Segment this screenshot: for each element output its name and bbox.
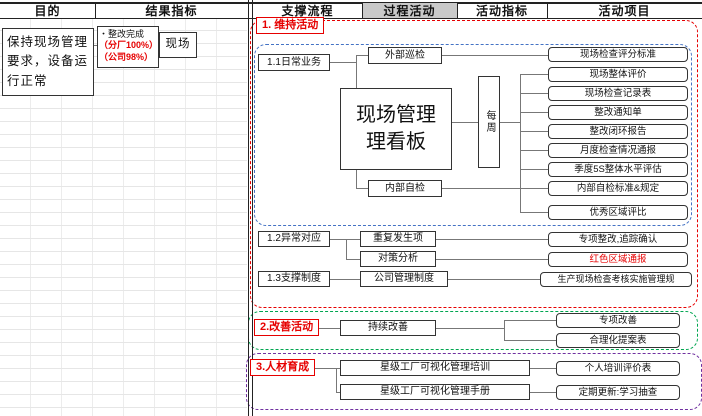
connector-line bbox=[530, 368, 556, 369]
connector-line bbox=[436, 239, 548, 240]
site-box: 现场 bbox=[159, 32, 197, 58]
header-divider bbox=[95, 2, 96, 18]
purpose-box: 保持现场管理要求，设备运行正常 bbox=[2, 28, 94, 96]
connector-line bbox=[356, 188, 368, 189]
connector-line bbox=[520, 112, 548, 113]
header-top-rule bbox=[0, 2, 702, 4]
connector-line bbox=[504, 340, 556, 341]
improve-activity-title: 2.改善活动 bbox=[254, 319, 320, 337]
connector-line bbox=[504, 320, 556, 321]
activity-item: 现场检查记录表 bbox=[548, 86, 688, 101]
kanban-box: 现场管理 理看板 bbox=[340, 88, 452, 170]
activity-item: 现场整体评价 bbox=[548, 67, 688, 82]
abnormal-response-label-box: 1.2异常对应 bbox=[258, 231, 330, 247]
connector-line bbox=[520, 131, 548, 132]
personal-training-evaluation-item: 个人培训评价表 bbox=[556, 361, 680, 376]
header-divider bbox=[362, 2, 363, 18]
kanban-text-line1: 现场管理 bbox=[356, 104, 436, 126]
activity-item: 季度5S整体水平评估 bbox=[548, 162, 688, 177]
connector-line bbox=[520, 74, 548, 75]
connector-line bbox=[452, 122, 478, 123]
connector-line bbox=[504, 320, 505, 341]
activity-item: 月度检查情况通报 bbox=[548, 143, 688, 158]
external-patrol-box: 外部巡检 bbox=[368, 47, 442, 64]
header-divider bbox=[547, 2, 548, 18]
special-improve-item: 专项改善 bbox=[556, 313, 680, 328]
connector-line bbox=[442, 188, 548, 189]
header-cell-result-indicator: 结果指标 bbox=[145, 4, 198, 18]
connector-line bbox=[436, 259, 548, 260]
visual-management-manual-box: 星级工厂可视化管理手册 bbox=[340, 384, 530, 400]
connector-line bbox=[94, 45, 97, 46]
header-cell-activity-item: 活动项目 bbox=[598, 4, 651, 18]
visual-management-training-box: 星级工厂可视化管理培训 bbox=[340, 360, 530, 376]
continuous-improve-box: 持续改善 bbox=[340, 320, 436, 336]
activity-item: 现场检查评分标准 bbox=[548, 47, 688, 62]
daily-business-frame bbox=[254, 44, 692, 226]
activity-item: 优秀区域评比 bbox=[548, 205, 688, 220]
weekly-box: 每周 bbox=[478, 76, 500, 168]
activity-item: 内部自检标准&规定 bbox=[548, 181, 688, 196]
connector-line bbox=[520, 150, 548, 151]
header-bottom-rule bbox=[0, 18, 702, 19]
connector-line bbox=[520, 93, 548, 94]
connector-line bbox=[336, 368, 337, 393]
connector-line bbox=[330, 279, 360, 280]
header-cell-support-process: 支撑流程 bbox=[281, 4, 334, 18]
double-divider bbox=[248, 0, 253, 416]
company-rule-box: 公司管理制度 bbox=[360, 271, 448, 287]
special-rectify-item: 专项整改,追踪确认 bbox=[548, 232, 688, 247]
activity-item: 整改通知单 bbox=[548, 105, 688, 120]
maintain-activity-frame bbox=[250, 20, 698, 308]
header-cell-process-activity: 过程活动 bbox=[362, 3, 457, 18]
activity-item: 整改闭环报告 bbox=[548, 124, 688, 139]
connector-line bbox=[356, 55, 368, 56]
periodic-update-item: 定期更新:学习抽查 bbox=[556, 385, 680, 400]
connector-line bbox=[330, 62, 356, 63]
connector-line bbox=[312, 328, 340, 329]
daily-business-label-box: 1.1日常业务 bbox=[258, 54, 330, 71]
connector-line bbox=[442, 55, 548, 56]
connector-line bbox=[336, 392, 340, 393]
connector-line bbox=[500, 122, 520, 123]
connector-line bbox=[436, 328, 504, 329]
connector-line bbox=[346, 239, 347, 260]
countermeasure-analysis-box: 对策分析 bbox=[360, 251, 436, 267]
result-company-target: （公司98%） bbox=[99, 51, 154, 62]
header-cell-activity-indicator: 活动指标 bbox=[475, 4, 528, 18]
talent-development-title: 3.人材育成 bbox=[250, 359, 316, 377]
repeat-occurrence-box: 重复发生项 bbox=[360, 231, 436, 247]
connector-line bbox=[520, 212, 548, 213]
header-cell-purpose: 目的 bbox=[34, 4, 61, 18]
connector-line bbox=[530, 392, 556, 393]
header-divider bbox=[457, 2, 458, 18]
red-zone-item: 红色区域通报 bbox=[548, 252, 688, 267]
result-bullet: ・整改完成 bbox=[99, 29, 145, 39]
connector-line bbox=[308, 368, 340, 369]
internal-check-box: 内部自检 bbox=[368, 180, 442, 197]
connector-line bbox=[346, 259, 360, 260]
connector-line bbox=[520, 169, 548, 170]
result-branch-target: （分厂100%） bbox=[99, 40, 159, 51]
connector-line bbox=[520, 74, 521, 212]
regulation-item: 生产现场检查考核实施管理规 bbox=[540, 272, 692, 287]
kanban-text-line2: 理看板 bbox=[366, 131, 426, 153]
connector-line bbox=[448, 279, 540, 280]
connector-line bbox=[346, 239, 360, 240]
support-system-label-box: 1.3支撑制度 bbox=[258, 271, 330, 287]
rationalization-proposal-item: 合理化提案表 bbox=[556, 333, 680, 348]
result-indicator-box: ・整改完成 （分厂100%） （公司98%） bbox=[97, 26, 159, 68]
maintain-activity-title: 1. 维持活动 bbox=[256, 17, 325, 35]
connector-line bbox=[330, 239, 346, 240]
